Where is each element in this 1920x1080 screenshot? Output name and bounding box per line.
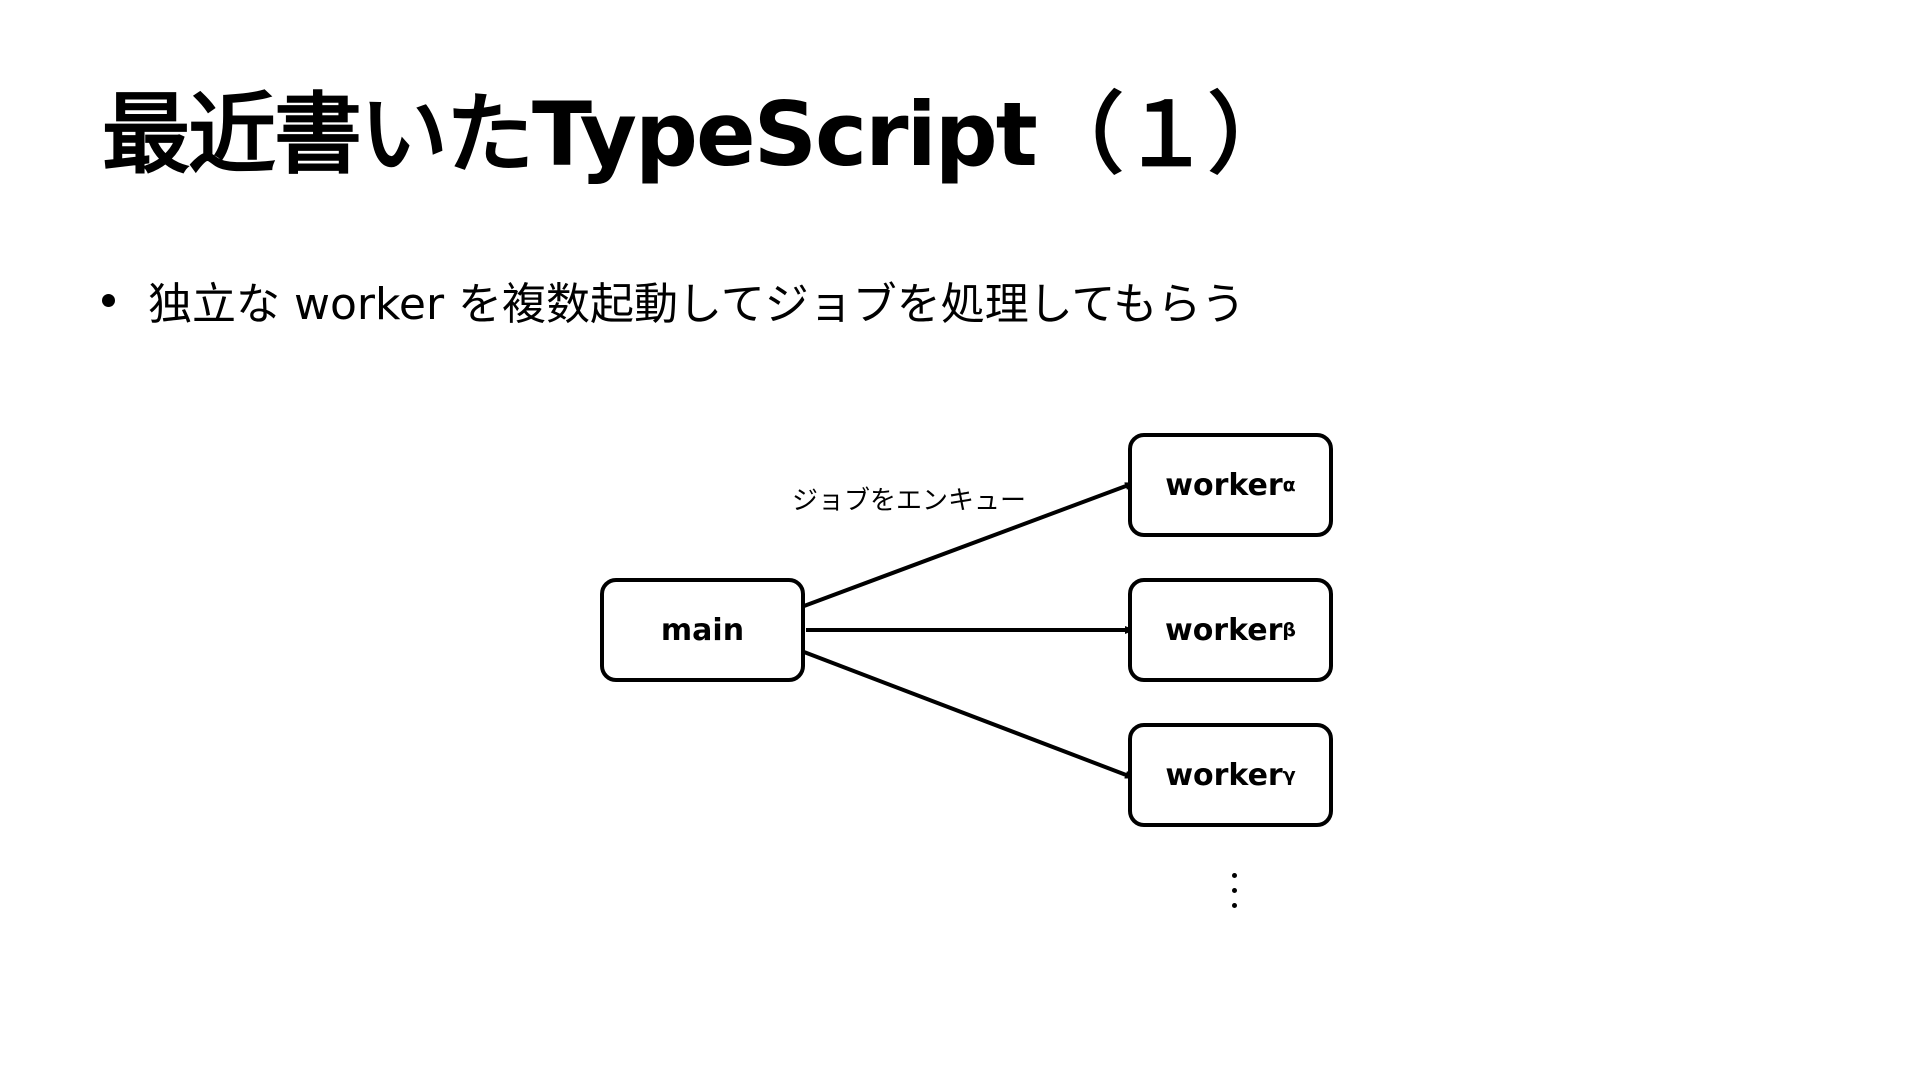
bullet-item: 独立な worker を複数起動してジョブを処理してもらう <box>102 268 1245 332</box>
ellipsis-dot <box>1232 903 1237 908</box>
ellipsis-dot <box>1232 888 1237 893</box>
node-worker-beta-subscript: β <box>1282 619 1297 641</box>
node-worker-alpha-label: worker <box>1165 467 1283 503</box>
node-main-label: main <box>660 612 745 648</box>
edge-main-to-worker-gamma <box>803 650 1135 780</box>
more-workers-ellipsis-icon <box>1232 873 1238 918</box>
edge-main-to-worker-alpha <box>803 481 1135 608</box>
node-worker-gamma-label: worker <box>1165 757 1283 793</box>
ellipsis-dot <box>1232 873 1237 878</box>
bullet-dot-icon <box>102 293 115 307</box>
node-main: main <box>600 578 805 682</box>
edge-label-enqueue: ジョブをエンキュー <box>792 486 1027 516</box>
node-worker-alpha-subscript: α <box>1282 474 1296 496</box>
node-worker-gamma-subscript: γ <box>1282 764 1296 786</box>
slide-title: 最近書いたTypeScript（１） <box>102 83 1296 186</box>
bullet-text: 独立な worker を複数起動してジョブを処理してもらう <box>148 279 1246 330</box>
node-worker-beta-label: worker <box>1164 612 1283 648</box>
bullet-list: 独立な worker を複数起動してジョブを処理してもらう <box>102 268 1245 332</box>
